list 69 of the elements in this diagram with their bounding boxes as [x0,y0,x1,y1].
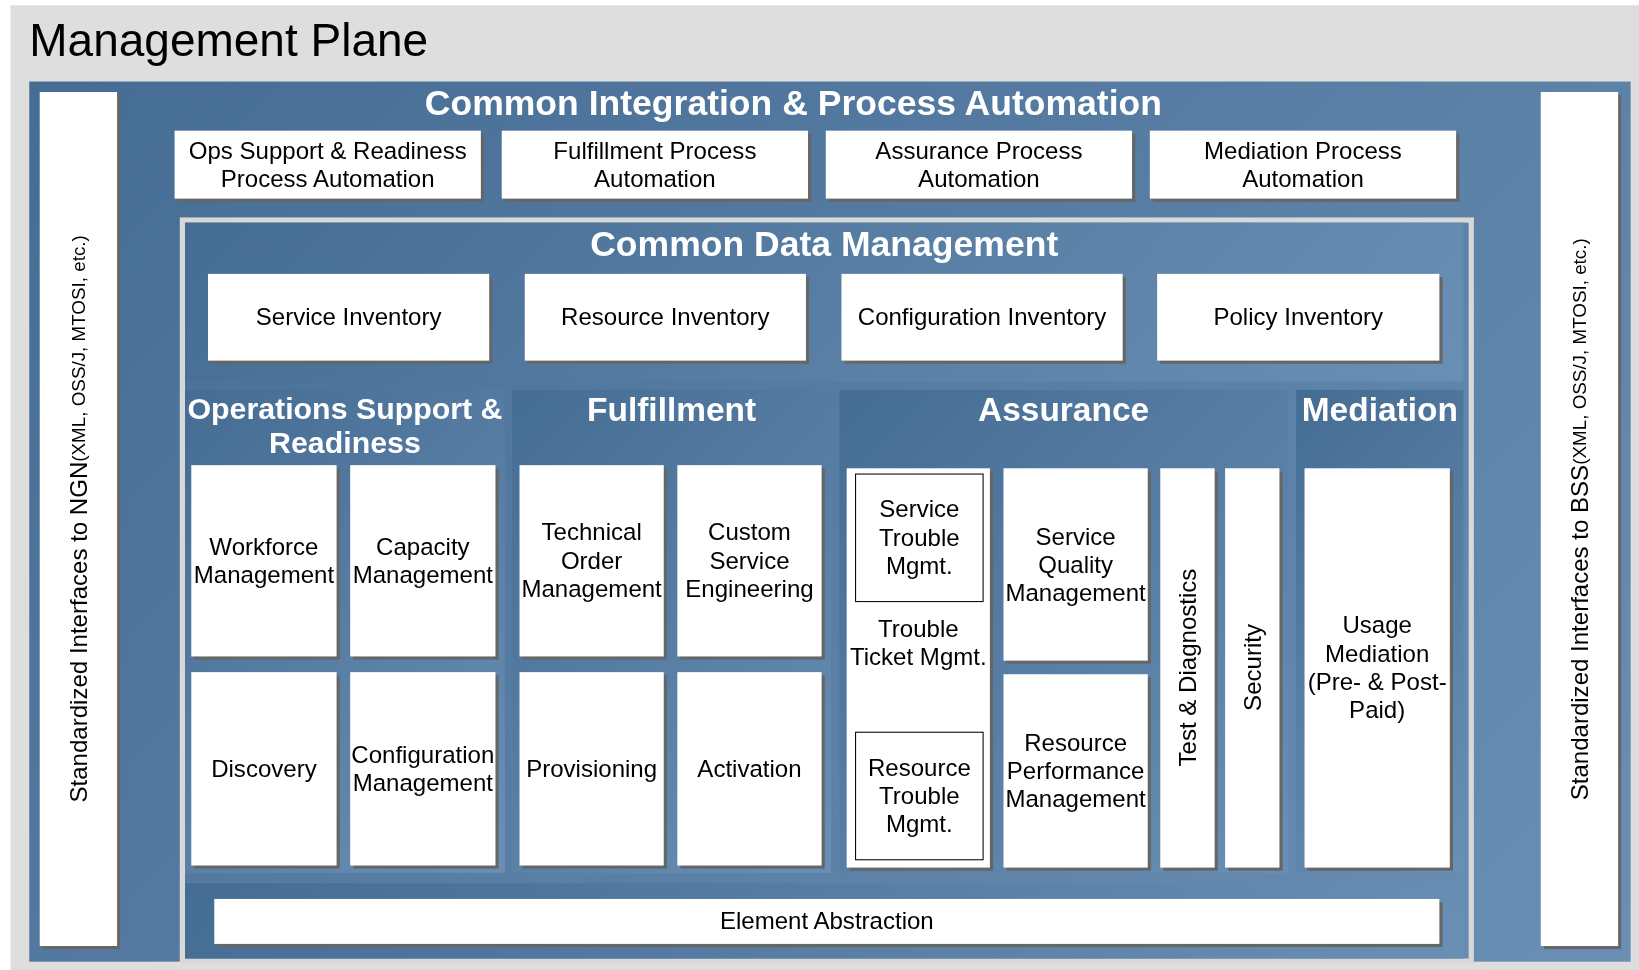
component-box [191,465,337,657]
interface-note: (XML, OSS/J, MTOSI, etc.) [1568,238,1591,465]
box-label: Fulfillment Process Automation [552,136,758,193]
layer-panel [839,389,1288,873]
process-box [825,130,1133,199]
layer-panel [512,389,831,873]
component-box [1003,468,1148,661]
component-box [524,273,806,361]
box-label: Capacity Management [351,532,494,590]
panel-heading: Assurance [977,392,1151,429]
box-label: Workforce Management [192,532,336,590]
title: Management Plane [29,14,429,67]
layer-panel [29,81,1631,962]
box-label: Service Quality Management [1004,522,1147,607]
component-box [214,898,1440,944]
component-box [846,468,990,868]
layer-panel [185,389,505,873]
box-label: Service Inventory [254,303,443,332]
interface-note: (XML, OSS/J, MTOSI, etc.) [66,235,90,462]
component-box [1304,468,1450,868]
box-label: Resource Trouble Mgmt. [866,753,972,839]
panel-heading: Common Data Management [589,224,1060,264]
box-label: Discovery [210,754,318,783]
component-box [519,465,664,657]
process-box [174,130,481,199]
box-label: Technical Order Management [520,518,663,604]
layer-panel [185,222,1464,382]
component-box [208,273,490,361]
outlined-box [855,731,984,861]
box-label: Security [1237,624,1267,712]
component-box [519,672,664,866]
box-label: Assurance Process Automation [874,136,1084,193]
box-label: Mediation Process Automation [1203,136,1403,193]
box-label: Trouble Ticket Mgmt. [848,614,988,672]
component-box [1157,273,1440,361]
panel-heading: Fulfillment [586,392,758,429]
component-box [350,672,496,866]
component-box [191,672,337,866]
box-label: Ops Support & Readiness Process Automation [187,136,468,193]
outlined-box [855,473,984,603]
process-box [501,130,808,199]
component-box [350,465,496,657]
layer-panel [1296,389,1464,873]
component-box [1160,468,1215,868]
box-label: Configuration Inventory [856,303,1108,332]
box-label: Element Abstraction [718,907,935,936]
interface-bar [1540,92,1619,946]
process-box [1149,130,1457,199]
box-label: Custom Service Engineering [684,518,815,604]
component-box [1003,674,1148,868]
box-label: Policy Inventory [1212,303,1385,332]
box-label: Provisioning [525,754,659,783]
interface-label: Standardized Interfaces to NGN [64,461,92,803]
box-label: Activation [696,754,803,783]
box-label: Configuration Management [350,740,496,798]
component-box [677,672,822,866]
panel-heading: Mediation [1300,392,1459,429]
box-label: Resource Performance Management [1004,728,1147,814]
component-box [1225,468,1280,868]
component-box [677,465,822,657]
interface-label: Standardized Interfaces to BSS [1565,464,1594,800]
panel-heading: Common Integration & Process Automation [423,83,1163,123]
box-label: Resource Inventory [560,303,771,332]
interface-bar [39,92,118,946]
component-box [841,273,1123,361]
box-label: Service Trouble Mgmt. [878,495,961,581]
panel-heading: Operations Support & Readiness [186,392,504,459]
box-label: Test & Diagnostics [1172,569,1202,767]
box-label: Usage Mediation (Pre- & Post-Paid) [1306,611,1448,725]
